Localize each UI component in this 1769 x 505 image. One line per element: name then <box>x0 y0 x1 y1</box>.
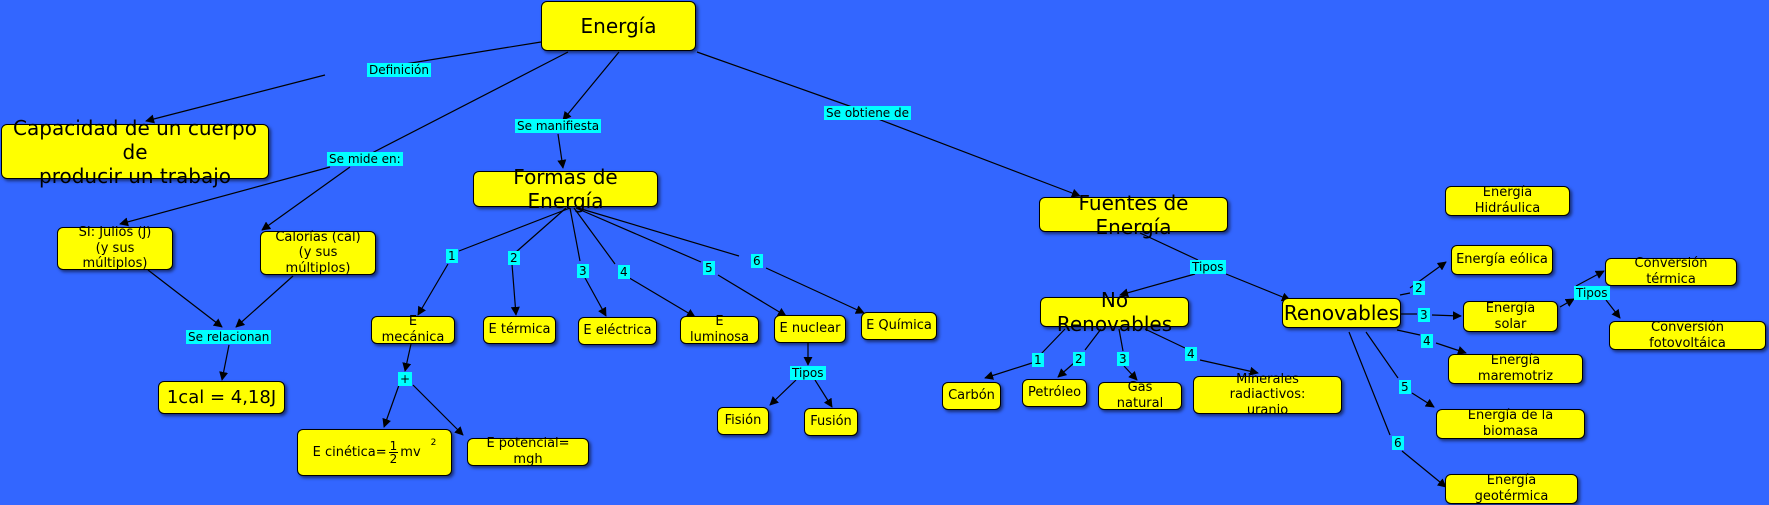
formas-node: Formas de Energía <box>473 165 658 213</box>
e-cinetica-numerator: 1 <box>388 439 399 453</box>
e-cinetica-prefix: E cinética= <box>312 444 387 460</box>
e-termica-node: E térmica <box>483 316 556 344</box>
minerales-node: Minerales radiactivos: uranio <box>1193 372 1342 418</box>
formas-num-3: 3 <box>577 264 589 278</box>
conversion-fotovoltaica-node: Conversión fotovoltáica <box>1609 320 1766 351</box>
formas-num-6: 6 <box>751 254 763 268</box>
formas-num-1: 1 <box>446 249 458 263</box>
r-num-5: 5 <box>1399 380 1411 394</box>
petroleo-node: Petróleo <box>1022 379 1087 407</box>
se-manifiesta-label: Se manifiesta <box>515 119 602 133</box>
e-cinetica-node: E cinética= 1 2 mv 2 <box>297 429 452 476</box>
formas-num-4: 4 <box>618 265 630 279</box>
plus-label: + <box>398 372 413 386</box>
e-electrica-node: E eléctrica <box>578 317 657 345</box>
equivalencia-node: 1cal = 4,18J <box>158 381 285 414</box>
solar-node: Energía solar <box>1463 301 1558 332</box>
tipos-nuclear-label: Tipos <box>790 366 826 380</box>
definicion-label: Definición <box>367 63 431 77</box>
formas-num-2: 2 <box>508 251 520 265</box>
gas-natural-node: Gas natural <box>1098 380 1182 411</box>
biomasa-node: Energía de la biomasa <box>1436 408 1585 439</box>
fision-node: Fisión <box>717 407 769 435</box>
nr-num-4: 4 <box>1185 347 1197 361</box>
se-obtiene-label: Se obtiene de <box>824 106 911 120</box>
eolica-node: Energía eólica <box>1451 245 1553 275</box>
se-mide-label: Se mide en: <box>327 152 403 166</box>
r-num-6: 6 <box>1392 436 1404 450</box>
e-luminosa-node: E luminosa <box>680 314 759 345</box>
no-renovables-node: No Renovables <box>1040 288 1189 336</box>
formas-num-5: 5 <box>703 261 715 275</box>
e-quimica-node: E Química <box>861 312 937 340</box>
r-num-3: 3 <box>1418 308 1430 322</box>
renovables-node: Renovables <box>1282 298 1401 328</box>
carbon-node: Carbón <box>942 382 1001 410</box>
nr-num-3: 3 <box>1117 352 1129 366</box>
e-cinetica-fraction: 1 2 <box>388 439 399 466</box>
nr-num-2: 2 <box>1073 352 1085 366</box>
tipos-fuentes-label: Tipos <box>1190 260 1226 274</box>
e-cinetica-exponent: 2 <box>430 438 437 449</box>
hidraulica-node: Energía Hidráulica <box>1445 185 1570 216</box>
fusion-node: Fusión <box>804 408 858 436</box>
e-cinetica-denominator: 2 <box>389 452 398 466</box>
e-potencial-node: E potencial= mgh <box>467 436 589 467</box>
r-num-4: 4 <box>1421 334 1433 348</box>
definicion-node: Capacidad de un cuerpo de producir un tr… <box>1 116 269 188</box>
se-relacionan-label: Se relacionan <box>186 330 272 344</box>
tipos-solar-label: Tipos <box>1574 286 1610 300</box>
r-num-2: 2 <box>1413 281 1425 295</box>
calorias-node: Calorías (cal) (y sus múltiplos) <box>260 230 376 276</box>
e-cinetica-suffix: mv <box>400 444 421 460</box>
maremotriz-node: Energía maremotriz <box>1448 353 1583 384</box>
fuentes-node: Fuentes de Energía <box>1039 191 1228 239</box>
energia-node: Energía <box>541 1 696 51</box>
si-node: SI: Julios (J) (y sus múltiplos) <box>57 225 173 271</box>
conversion-termica-node: Conversión térmica <box>1605 256 1737 287</box>
nr-num-1: 1 <box>1032 353 1044 367</box>
e-mecanica-node: E mecánica <box>371 314 455 345</box>
geotermica-node: Energía geotérmica <box>1445 473 1578 504</box>
e-nuclear-node: E nuclear <box>774 315 846 343</box>
